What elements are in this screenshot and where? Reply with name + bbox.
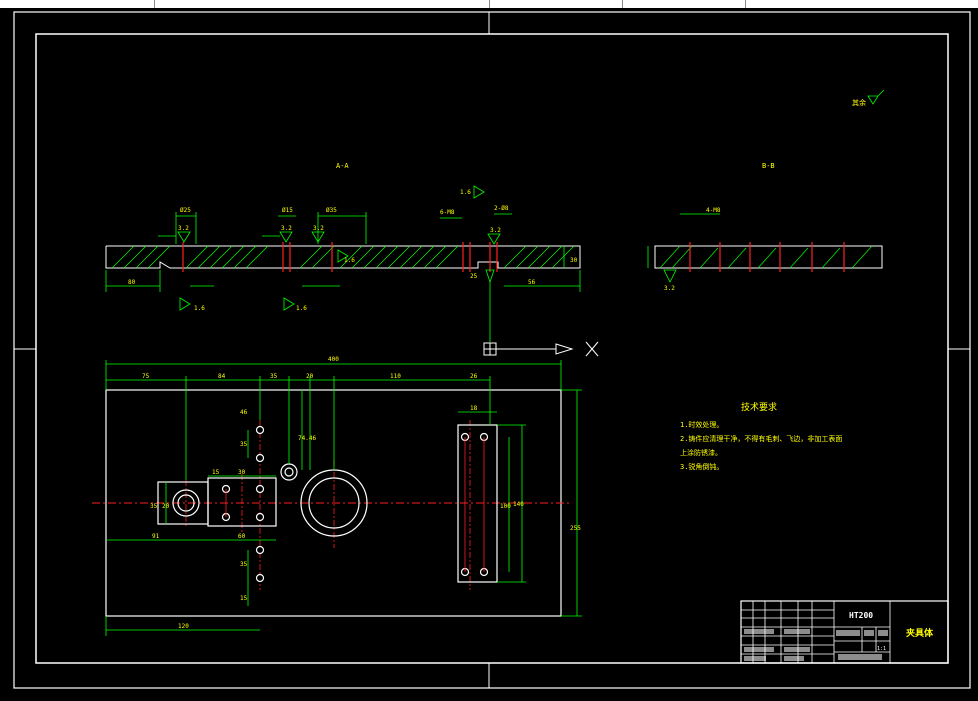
toolbar-divider [745, 0, 746, 8]
dim-18: 18 [470, 405, 478, 412]
surface-note-text: 其余 [852, 98, 866, 107]
dim-boss-15: 15 [212, 469, 220, 476]
rough-32-a: 3.2 [178, 225, 189, 232]
rough-16-b: 1.6 [344, 257, 355, 264]
rough-32-e: 3.2 [664, 285, 675, 292]
aa-hole-centers [182, 242, 498, 272]
aa-dimensions [105, 185, 581, 342]
dim-75: 75 [142, 373, 150, 380]
section-bb: B-B 4-M8 3.2 [647, 162, 883, 292]
dim-30: 30 [570, 257, 578, 264]
rough-32-b: 3.2 [281, 225, 292, 232]
centering-marks [14, 12, 970, 688]
rough-16-d: 1.6 [296, 305, 307, 312]
tech-line-3: 上涂防锈漆。 [680, 448, 722, 457]
tech-line-4: 3.锐角倒钝。 [680, 462, 723, 471]
plan-view: 400 75 84 35 20 110 26 18 46 35 74.46 35… [92, 356, 582, 636]
dim-26: 26 [470, 373, 478, 380]
dim-100: 100 [500, 503, 511, 510]
surface-roughness-note: 其余 [852, 89, 885, 107]
dim-6m8: 6-M8 [440, 209, 455, 216]
tech-line-2: 2.铸件应清理干净，不得有毛刺、飞边，非加工表面 [680, 434, 842, 443]
dim-120: 120 [178, 623, 189, 630]
section-aa: A-A [105, 162, 581, 342]
ucs-icon [483, 341, 599, 357]
rough-16-c: 1.6 [194, 305, 205, 312]
section-bb-label: B-B [762, 162, 775, 170]
dim-dia15: Ø15 [282, 207, 293, 214]
dim-4m8: 4-M8 [706, 207, 721, 214]
top-toolbar-strip [0, 0, 978, 8]
rough-32-d: 3.2 [490, 227, 501, 234]
rough-16-a: 1.6 [460, 189, 471, 196]
rough-32-c: 3.2 [313, 225, 324, 232]
dim-110: 110 [390, 373, 401, 380]
tech-title: 技术要求 [741, 401, 777, 413]
dim-boss-30: 30 [238, 469, 246, 476]
tech-line-1: 1.时效处理。 [680, 420, 723, 429]
dim-400: 400 [328, 356, 339, 363]
section-aa-label: A-A [336, 162, 349, 170]
dim-boss-35: 35 [150, 503, 158, 510]
dim-20: 20 [306, 373, 314, 380]
title-part-name: 夹具体 [906, 627, 934, 639]
technical-requirements: 技术要求 1.时效处理。 2.铸件应清理干净，不得有毛刺、飞边，非加工表面 上涂… [680, 401, 842, 471]
toolbar-divider [622, 0, 623, 8]
dim-lower-15: 15 [240, 595, 248, 602]
dim-dia35: Ø35 [326, 207, 337, 214]
dim-25: 25 [470, 273, 478, 280]
sheet-border [13, 11, 971, 689]
toolbar-divider [489, 0, 490, 8]
cad-drawing: A-A [13, 11, 971, 689]
title-material: HT200 [849, 611, 873, 620]
dim-91: 91 [152, 533, 160, 540]
toolbar-divider [154, 0, 155, 8]
dim-46: 46 [240, 409, 248, 416]
dim-60: 60 [238, 533, 246, 540]
dim-80: 80 [128, 279, 136, 286]
dim-140: 140 [513, 501, 524, 508]
dim-lower-35: 35 [240, 561, 248, 568]
dim-2m8: 2-Ø8 [494, 205, 509, 212]
title-block: HT200 夹具体 1:1 [740, 600, 949, 664]
section-hatch [111, 245, 575, 269]
drawing-canvas[interactable]: A-A [0, 8, 978, 697]
dim-56: 56 [528, 279, 536, 286]
title-scale: 1:1 [877, 646, 886, 652]
bolt-holes [221, 425, 489, 583]
plan-dimensions [105, 360, 582, 636]
dim-35-left: 35 [240, 441, 248, 448]
dim-35: 35 [270, 373, 278, 380]
dim-84: 84 [218, 373, 226, 380]
dim-boss-20: 20 [162, 503, 170, 510]
dim-7446: 74.46 [298, 435, 316, 442]
dim-plate-height: 255 [570, 525, 581, 532]
dim-dia25: Ø25 [180, 207, 191, 214]
